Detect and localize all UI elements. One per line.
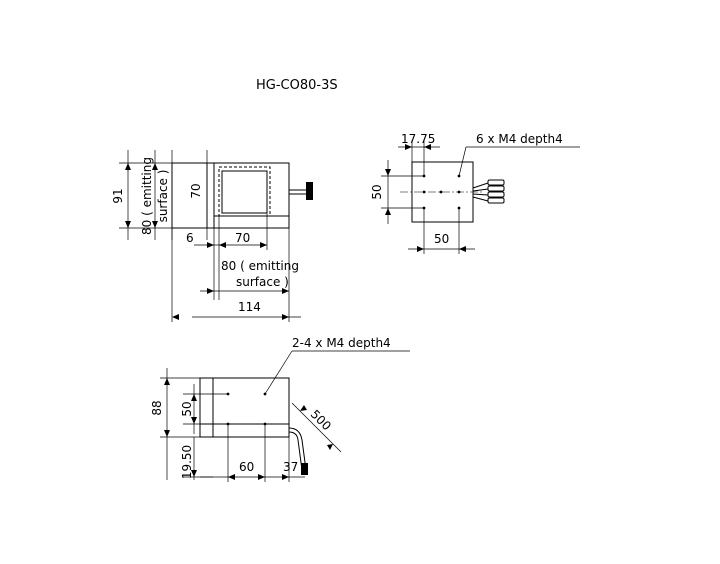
cable-lead bbox=[487, 191, 505, 198]
dim-offset-left: 6 bbox=[186, 231, 194, 245]
drawing-title: HG-CO80-3S bbox=[256, 78, 338, 93]
dim-inner-height: 70 bbox=[189, 183, 203, 198]
cable-lead bbox=[487, 197, 505, 204]
center-mark bbox=[439, 190, 443, 194]
emitting-surface-outline bbox=[218, 166, 271, 217]
dim-side-width: 50 bbox=[434, 232, 449, 246]
dim-emitting-height: 80 ( emitting bbox=[140, 157, 154, 235]
dim-emitting-width: 80 ( emitting bbox=[221, 259, 299, 273]
cable-lead bbox=[487, 179, 505, 186]
front-vertical-dimensions: 91 80 ( emitting surface ) 70 bbox=[111, 150, 208, 240]
bottom-dimensions: 2-4 x M4 depth4 88 50 19.50 60 37 500 bbox=[150, 336, 410, 482]
dim-bottom-height-total: 88 bbox=[150, 400, 164, 415]
side-hole-callout: 6 x M4 depth4 bbox=[476, 132, 563, 146]
dim-side-offset: 17.75 bbox=[401, 132, 435, 146]
bottom-hole-callout: 2-4 x M4 depth4 bbox=[292, 336, 391, 350]
dim-emitting-width-2: surface ) bbox=[236, 275, 289, 289]
cable-plug bbox=[306, 182, 313, 200]
dim-inner-width: 70 bbox=[235, 231, 250, 245]
dim-bottom-offset-right: 37 bbox=[283, 460, 298, 474]
front-horizontal-dimensions: 6 70 80 ( emitting surface ) 114 bbox=[171, 213, 301, 322]
dim-emitting-height-2: surface ) bbox=[156, 170, 170, 223]
cable-connector bbox=[301, 463, 308, 475]
mount-hole bbox=[422, 190, 426, 194]
cable-lead bbox=[487, 185, 505, 192]
emitting-window bbox=[221, 170, 268, 214]
dim-side-height: 50 bbox=[370, 184, 384, 199]
dim-height-total: 91 bbox=[111, 188, 125, 203]
dim-cable-length: 500 bbox=[308, 407, 334, 433]
cable bbox=[288, 427, 307, 471]
cable-2 bbox=[288, 431, 303, 471]
dim-bottom-spacing: 60 bbox=[239, 460, 254, 474]
dim-bottom-height-inner: 50 bbox=[180, 401, 194, 416]
mount-hole bbox=[457, 190, 461, 194]
bottom-body-outline bbox=[199, 377, 290, 438]
dim-bottom-offset: 19.50 bbox=[180, 445, 194, 479]
side-dimensions: 17.75 6 x M4 depth4 50 50 bbox=[370, 132, 580, 254]
side-view bbox=[400, 161, 505, 223]
dim-width-total: 114 bbox=[238, 300, 261, 314]
